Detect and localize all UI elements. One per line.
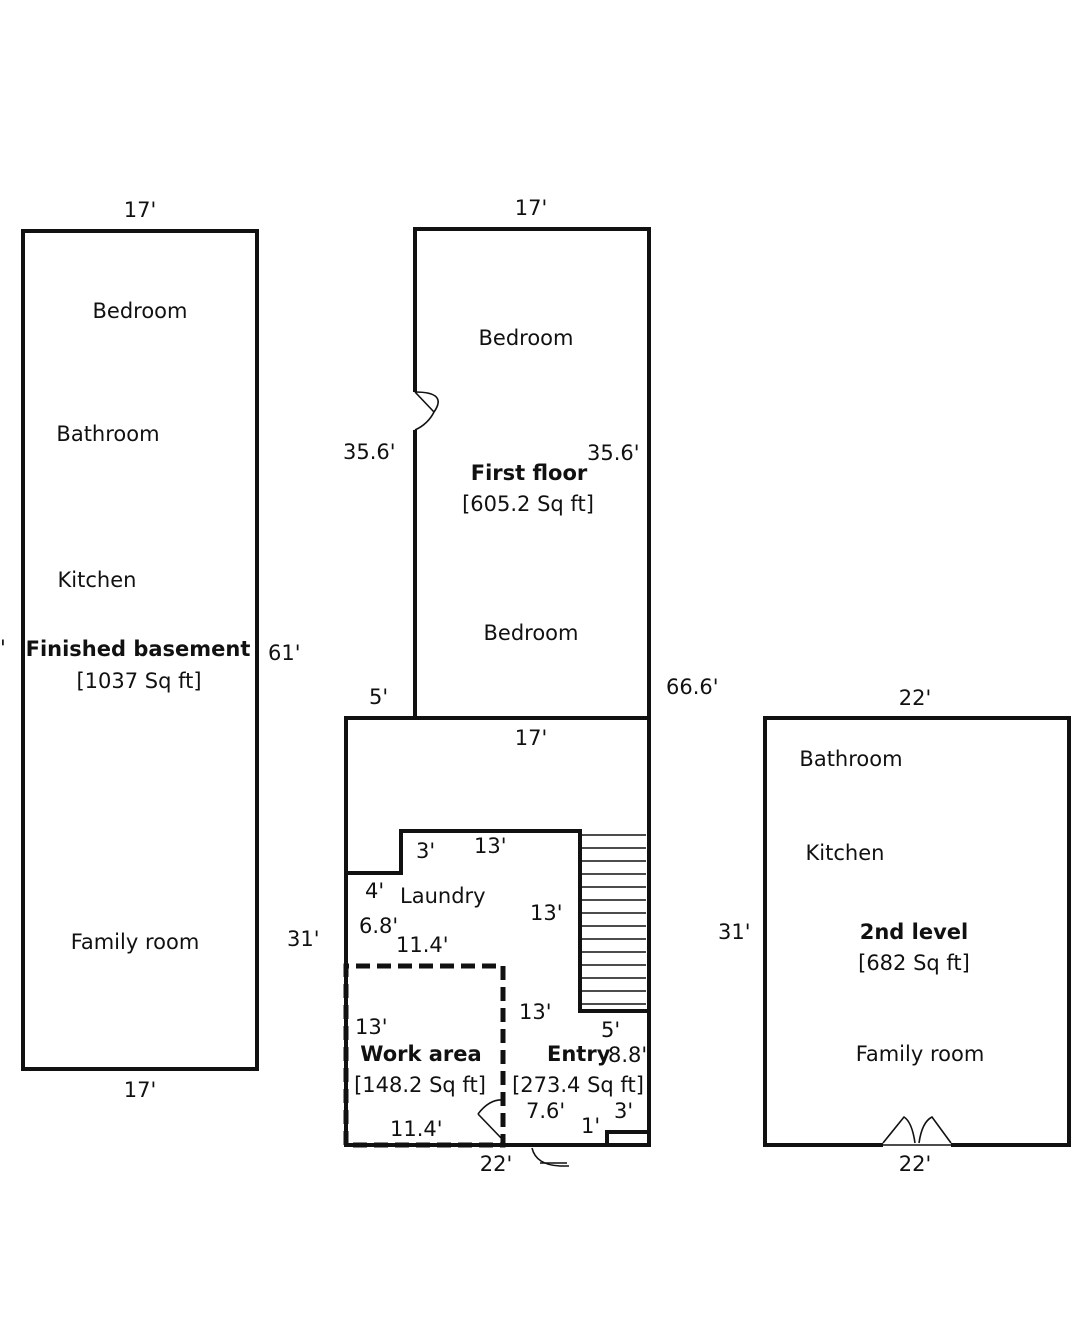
basement-top-dim: 17' (124, 198, 157, 222)
ground-floor-plan: 3' 13' 4' Laundry 13' 6.8' 11.4' 31' 13'… (287, 716, 651, 1176)
first-floor-top-dim: 17' (515, 196, 548, 220)
first-floor-step-dim: 5' (369, 685, 388, 709)
second-level-top-dim: 22' (899, 686, 932, 710)
second-level-plan: 22' Bathroom Kitchen 31' 2nd level [682 … (718, 686, 1071, 1176)
second-level-area: [682 Sq ft] (858, 951, 970, 975)
work-area-area: [148.2 Sq ft] (354, 1073, 486, 1097)
laundry-label: Laundry (400, 884, 486, 908)
second-level-wall (763, 716, 1071, 1147)
second-level-room-kitchen: Kitchen (806, 841, 885, 865)
first-floor-outer-dim: 66.6' (666, 675, 719, 699)
basement-room-kitchen: Kitchen (58, 568, 137, 592)
second-level-room-bathroom: Bathroom (799, 747, 902, 771)
work-area-side-dim: 13' (355, 1015, 388, 1039)
laundry-dim-e: 11.4' (396, 933, 449, 957)
second-level-left-dim: 31' (718, 920, 751, 944)
entry-dim-c: 8.8' (608, 1043, 647, 1067)
first-floor-door (414, 391, 439, 431)
first-floor-plan: 17' Bedroom 35.6' 35.6' First floor [605… (343, 196, 719, 750)
basement-area: [1037 Sq ft] (76, 669, 201, 693)
ground-left-dim: 31' (287, 927, 320, 951)
first-floor-room-bedroom-lower: Bedroom (484, 621, 579, 645)
work-area-title: Work area (360, 1042, 481, 1066)
second-level-room-family: Family room (856, 1042, 985, 1066)
basement-title: Finished basement (26, 637, 251, 661)
first-floor-right-dim: 35.6' (587, 441, 640, 465)
entry-dim-e: 1' (581, 1114, 600, 1138)
basement-room-bedroom: Bedroom (93, 299, 188, 323)
first-floor-area: [605.2 Sq ft] (462, 492, 594, 516)
first-floor-room-bedroom-upper: Bedroom (479, 326, 574, 350)
entry-area: [273.4 Sq ft] (512, 1073, 644, 1097)
first-floor-left-dim: 35.6' (343, 440, 396, 464)
basement-room-family: Family room (71, 930, 200, 954)
entry-door (531, 1147, 569, 1167)
stair-box (605, 1130, 651, 1147)
laundry-dim-a: 3' (416, 839, 435, 863)
laundry-dim-d: 6.8' (359, 914, 398, 938)
work-area-bottom-dim: 11.4' (390, 1117, 443, 1141)
basement-left-dim: ' (0, 636, 6, 660)
basement-right-dim: 61' (268, 641, 301, 665)
second-level-door (882, 1115, 952, 1146)
work-area-door (477, 1098, 506, 1141)
first-floor-title: First floor (471, 461, 588, 485)
entry-dim-d: 7.6' (526, 1099, 565, 1123)
laundry-dim-f: 13' (530, 901, 563, 925)
entry-dim-f: 3' (614, 1099, 633, 1123)
basement-bottom-dim: 17' (124, 1078, 157, 1102)
staircase (582, 834, 646, 1005)
entry-title: Entry (547, 1042, 611, 1066)
laundry-dim-c: 4' (365, 879, 384, 903)
basement-room-bathroom: Bathroom (56, 422, 159, 446)
laundry-wall (346, 829, 649, 1013)
first-floor-wall (413, 227, 651, 720)
entry-dim-b: 5' (601, 1018, 620, 1042)
work-area-wall (343, 963, 506, 1148)
first-floor-lower-dim: 17' (515, 726, 548, 750)
basement-plan: 17' 17' 61' ' Bedroom Bathroom Kitchen F… (0, 198, 301, 1102)
laundry-dim-b: 13' (474, 834, 507, 858)
second-level-title: 2nd level (860, 920, 968, 944)
entry-dim-a: 13' (519, 1000, 552, 1024)
second-level-bottom-dim: 22' (899, 1152, 932, 1176)
basement-wall (21, 229, 259, 1071)
ground-bottom-dim: 22' (480, 1152, 513, 1176)
